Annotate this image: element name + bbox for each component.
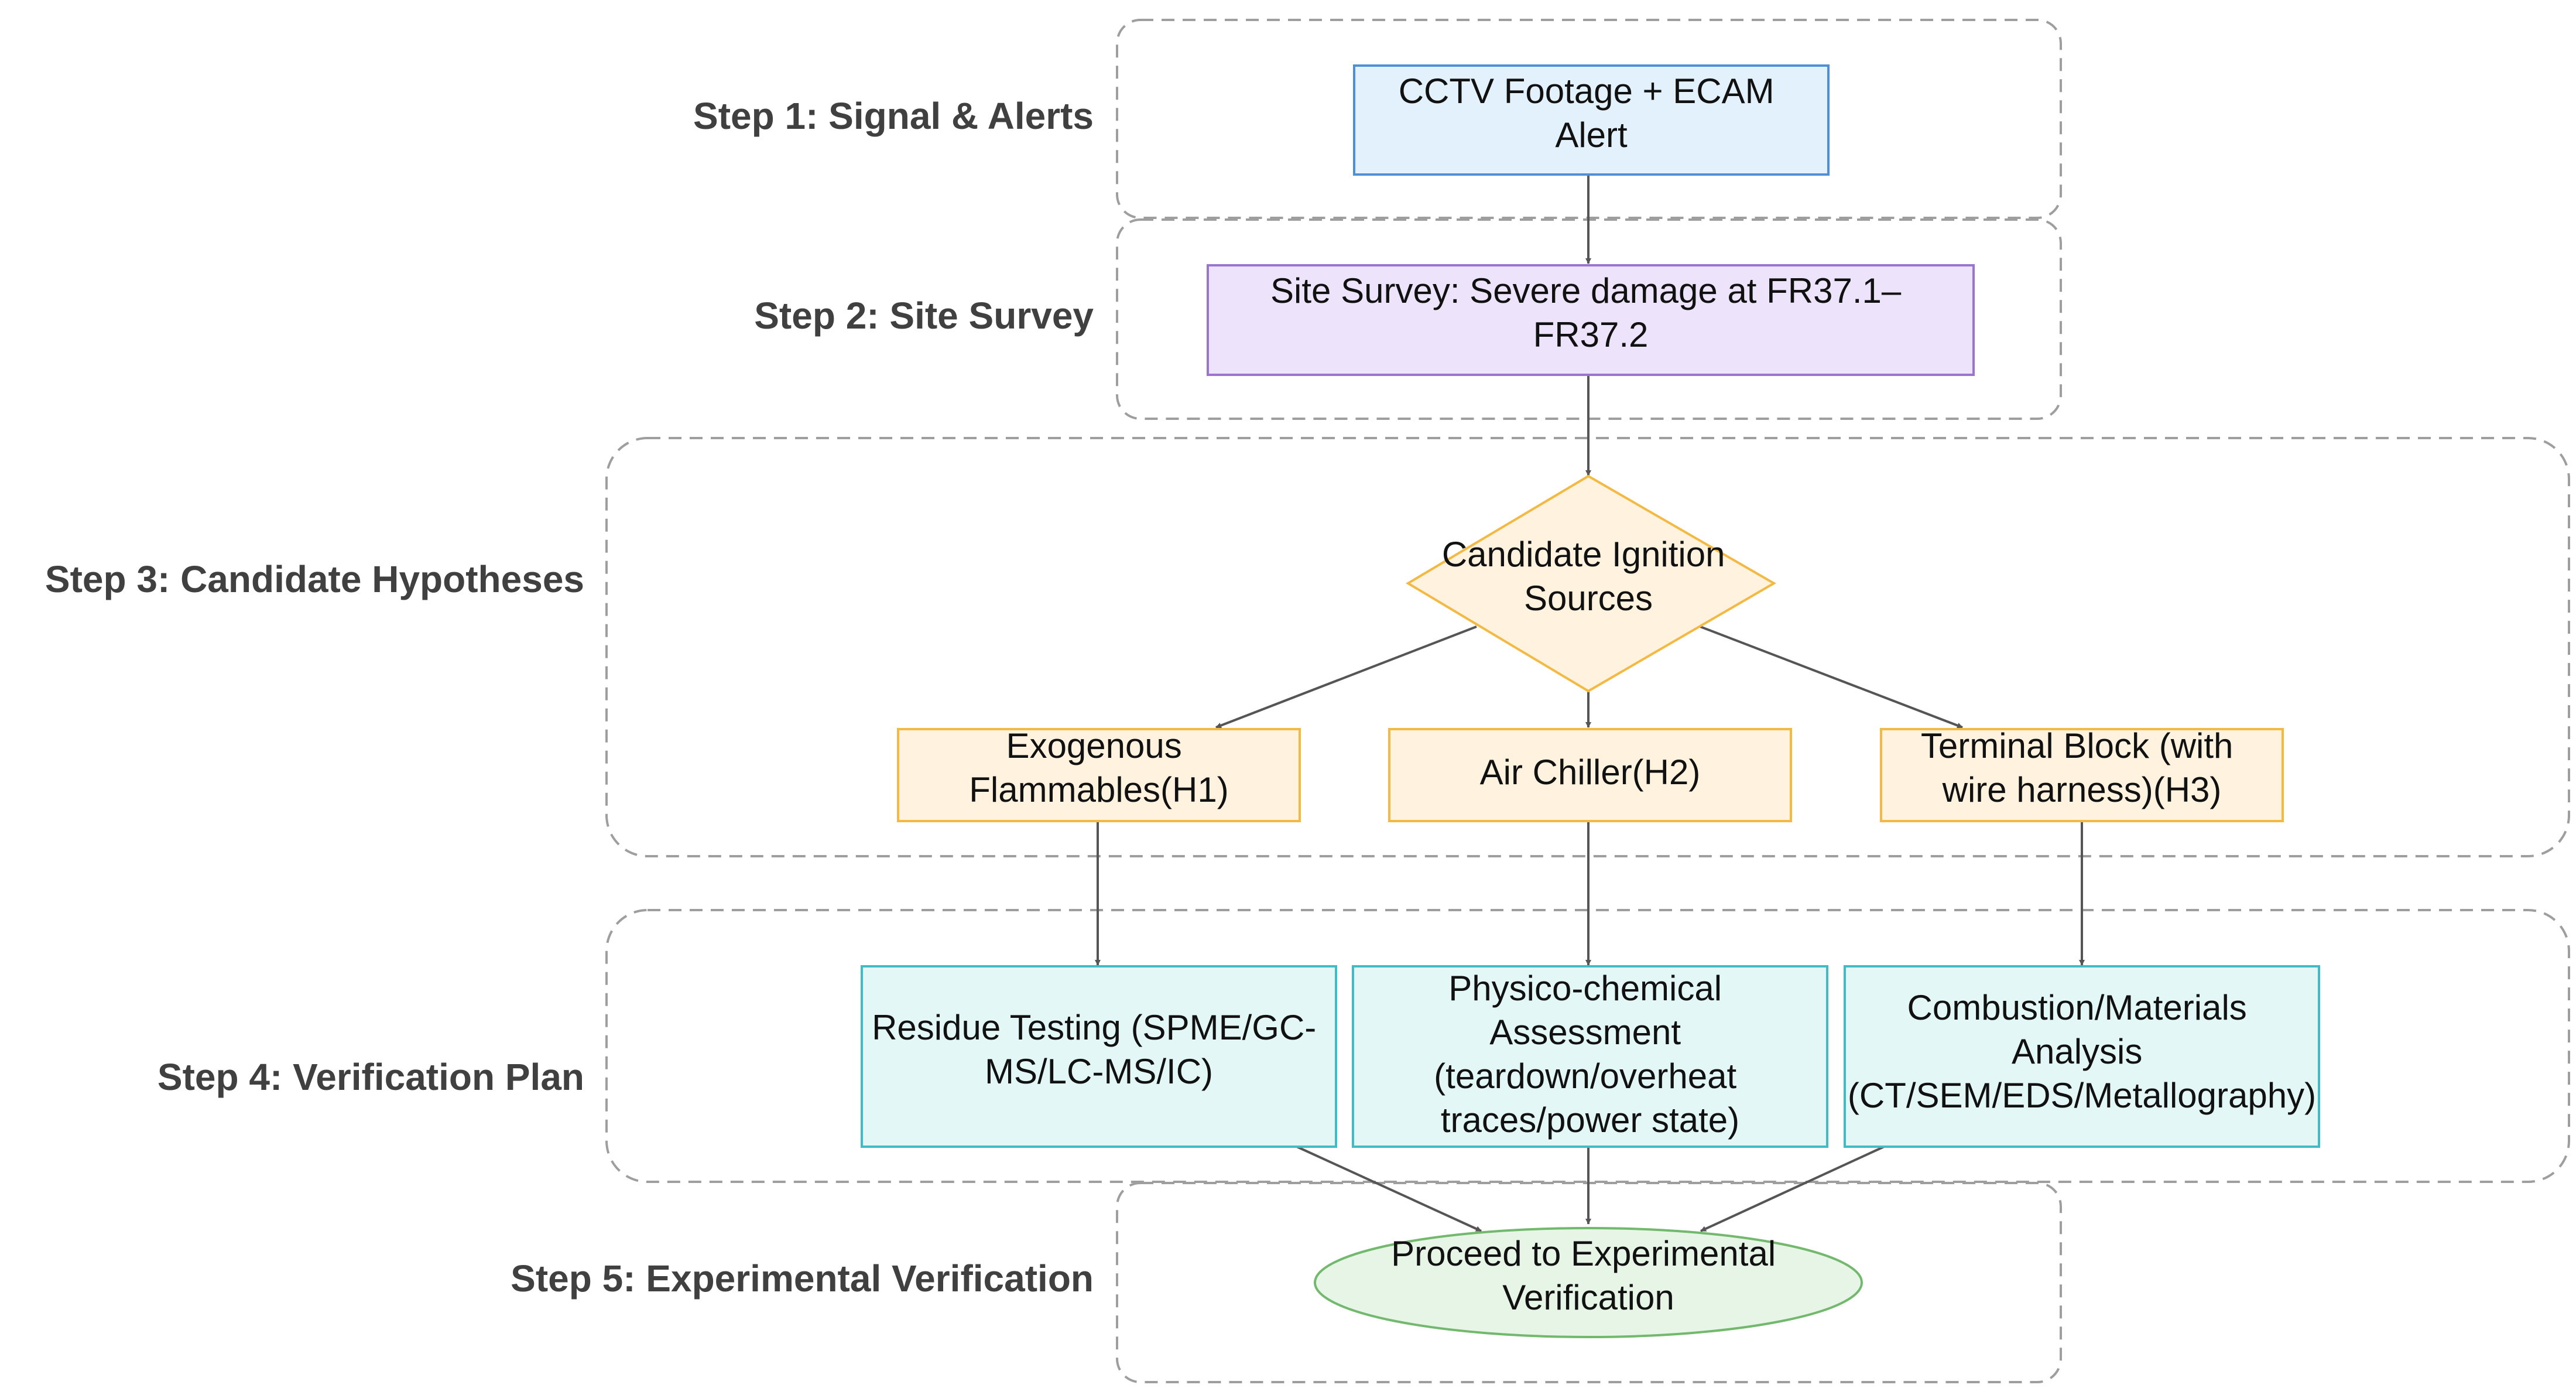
- step5-label: Step 5: Experimental Verification: [511, 1257, 1094, 1300]
- proceed-verification-node[interactable]: Proceed to Experimental Verification: [1314, 1227, 1863, 1338]
- physico-chemical-text: Physico-chemical Assessment (teardown/ov…: [1434, 969, 1746, 1140]
- candidate-ignition-diamond: [1406, 474, 1776, 693]
- candidate-ignition-text: Candidate Ignition Sources: [1442, 535, 1735, 618]
- edge-residue-to-proceed: [1296, 1146, 1482, 1232]
- h3-terminal-block-node[interactable]: Terminal Block (with wire harness)(H3): [1880, 726, 2284, 822]
- residue-testing-text: Residue Testing (SPME/GC- MS/LC-MS/IC): [872, 1008, 1326, 1091]
- edge-combustion-to-proceed: [1700, 1146, 1885, 1232]
- proceed-verification-text: Proceed to Experimental Verification: [1391, 1234, 1786, 1317]
- combustion-materials-node[interactable]: Combustion/Materials Analysis (CT/SEM/ED…: [1844, 965, 2320, 1148]
- combustion-materials-text: Combustion/Materials Analysis (CT/SEM/ED…: [1848, 988, 2316, 1115]
- physico-chemical-node[interactable]: Physico-chemical Assessment (teardown/ov…: [1352, 965, 1828, 1148]
- physico-chemical-box: [1352, 965, 1828, 1148]
- site-survey-box: [1207, 264, 1975, 376]
- residue-testing-box: [861, 965, 1337, 1148]
- site-survey-text: Site Survey: Severe damage at FR37.1– FR…: [1270, 271, 1911, 354]
- cctv-alert-box: [1353, 64, 1830, 176]
- h2-text: Air Chiller(H2): [1480, 753, 1701, 792]
- edge-ignition-to-h1: [1215, 625, 1477, 729]
- h1-exogenous-flammables-node[interactable]: Exogenous Flammables(H1): [897, 726, 1301, 822]
- site-survey-node[interactable]: Site Survey: Severe damage at FR37.1– FR…: [1207, 264, 1975, 376]
- h3-box: [1880, 728, 2284, 822]
- step1-label: Step 1: Signal & Alerts: [693, 95, 1094, 137]
- proceed-verification-ellipse: [1314, 1227, 1863, 1338]
- h3-text: Terminal Block (with wire harness)(H3): [1921, 726, 2243, 809]
- cctv-alert-node[interactable]: CCTV Footage + ECAM Alert: [1353, 64, 1830, 176]
- h2-air-chiller-node[interactable]: Air Chiller(H2): [1388, 728, 1792, 822]
- step4-label: Step 4: Verification Plan: [157, 1056, 584, 1098]
- combustion-materials-box: [1844, 965, 2320, 1148]
- step2-label: Step 2: Site Survey: [754, 295, 1094, 337]
- cctv-alert-text: CCTV Footage + ECAM Alert: [1399, 71, 1784, 155]
- step3-label: Step 3: Candidate Hypotheses: [45, 558, 584, 600]
- h2-box: [1388, 728, 1792, 822]
- candidate-ignition-node[interactable]: Candidate Ignition Sources: [1406, 474, 1776, 693]
- residue-testing-node[interactable]: Residue Testing (SPME/GC- MS/LC-MS/IC): [861, 965, 1337, 1148]
- edge-ignition-to-h3: [1700, 625, 1963, 729]
- h1-text: Exogenous Flammables(H1): [969, 726, 1228, 809]
- h1-box: [897, 728, 1301, 822]
